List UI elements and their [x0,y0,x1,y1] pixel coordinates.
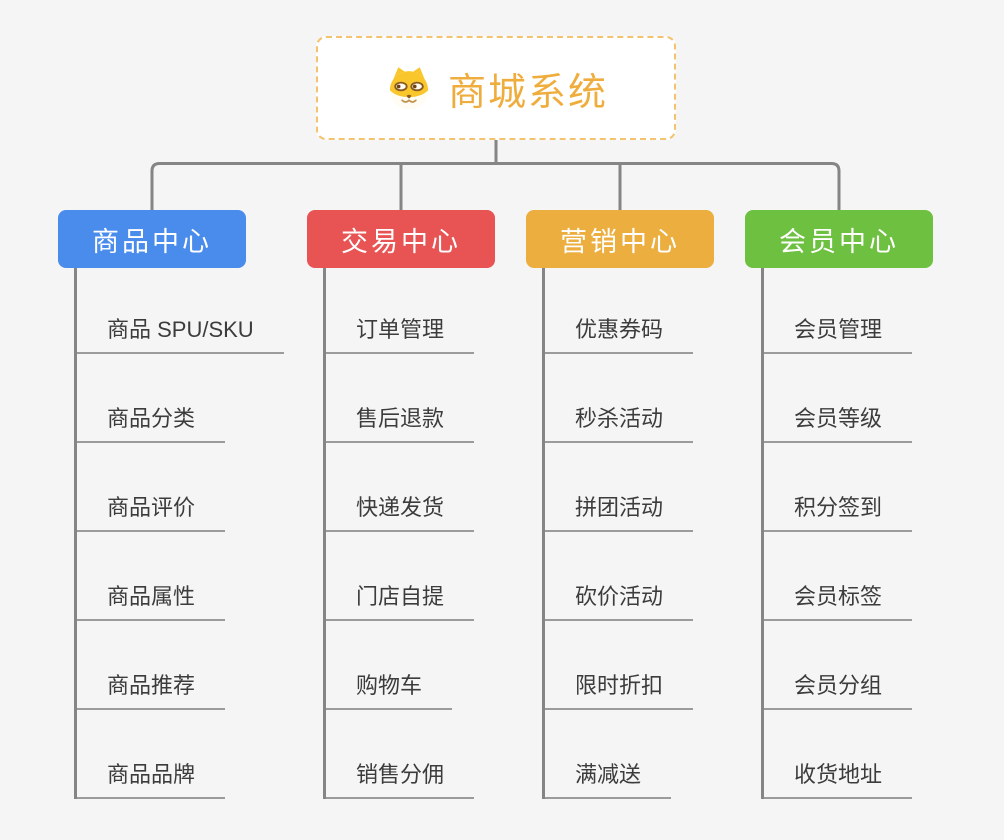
leaf-node[interactable]: 商品品牌 [77,710,226,799]
branch-header-label: 商品中心 [92,226,212,257]
leaf-node[interactable]: 购物车 [326,621,453,710]
leaf-node[interactable]: 售后退款 [326,354,475,443]
leaf-node[interactable]: 商品推荐 [77,621,226,710]
leaf-node[interactable]: 优惠券码 [545,268,694,354]
branch-header-label: 会员中心 [779,226,899,257]
shiba-dog-icon [384,65,434,111]
leaf-node[interactable]: 会员分组 [764,621,913,710]
branch-header-4[interactable]: 会员中心 [745,210,933,268]
leaf-node[interactable]: 限时折扣 [545,621,694,710]
branch-header-3[interactable]: 营销中心 [526,210,714,268]
leaf-node[interactable]: 商品评价 [77,443,226,532]
branch-leaves: 会员管理会员等级积分签到会员标签会员分组收货地址 [761,268,913,799]
connector-path [150,138,841,210]
leaf-node[interactable]: 商品属性 [77,532,226,621]
leaf-node[interactable]: 门店自提 [326,532,475,621]
branch-header-1[interactable]: 商品中心 [58,210,246,268]
leaf-node[interactable]: 会员标签 [764,532,913,621]
leaf-node[interactable]: 订单管理 [326,268,475,354]
leaf-node[interactable]: 会员等级 [764,354,913,443]
leaf-node[interactable]: 商品 SPU/SKU [77,268,284,354]
leaf-node[interactable]: 满减送 [545,710,672,799]
branch-header-2[interactable]: 交易中心 [307,210,495,268]
branch-column: 会员中心 会员管理会员等级积分签到会员标签会员分组收货地址 [745,210,933,799]
leaf-node[interactable]: 砍价活动 [545,532,694,621]
leaf-node[interactable]: 积分签到 [764,443,913,532]
branch-header-label: 交易中心 [341,226,461,257]
leaf-node[interactable]: 秒杀活动 [545,354,694,443]
leaf-node[interactable]: 快递发货 [326,443,475,532]
branch-leaves: 订单管理售后退款快递发货门店自提购物车销售分佣 [323,268,475,799]
branch-leaves: 优惠券码秒杀活动拼团活动砍价活动限时折扣满减送 [542,268,694,799]
leaf-node[interactable]: 拼团活动 [545,443,694,532]
leaf-node[interactable]: 销售分佣 [326,710,475,799]
leaf-node[interactable]: 会员管理 [764,268,913,354]
root-node[interactable]: 商城系统 [316,36,676,140]
branch-header-label: 营销中心 [560,226,680,257]
branch-column: 交易中心 订单管理售后退款快递发货门店自提购物车销售分佣 [307,210,495,799]
leaf-node[interactable]: 收货地址 [764,710,913,799]
leaf-node[interactable]: 商品分类 [77,354,226,443]
branch-column: 营销中心 优惠券码秒杀活动拼团活动砍价活动限时折扣满减送 [526,210,714,799]
root-title: 商城系统 [447,71,608,114]
